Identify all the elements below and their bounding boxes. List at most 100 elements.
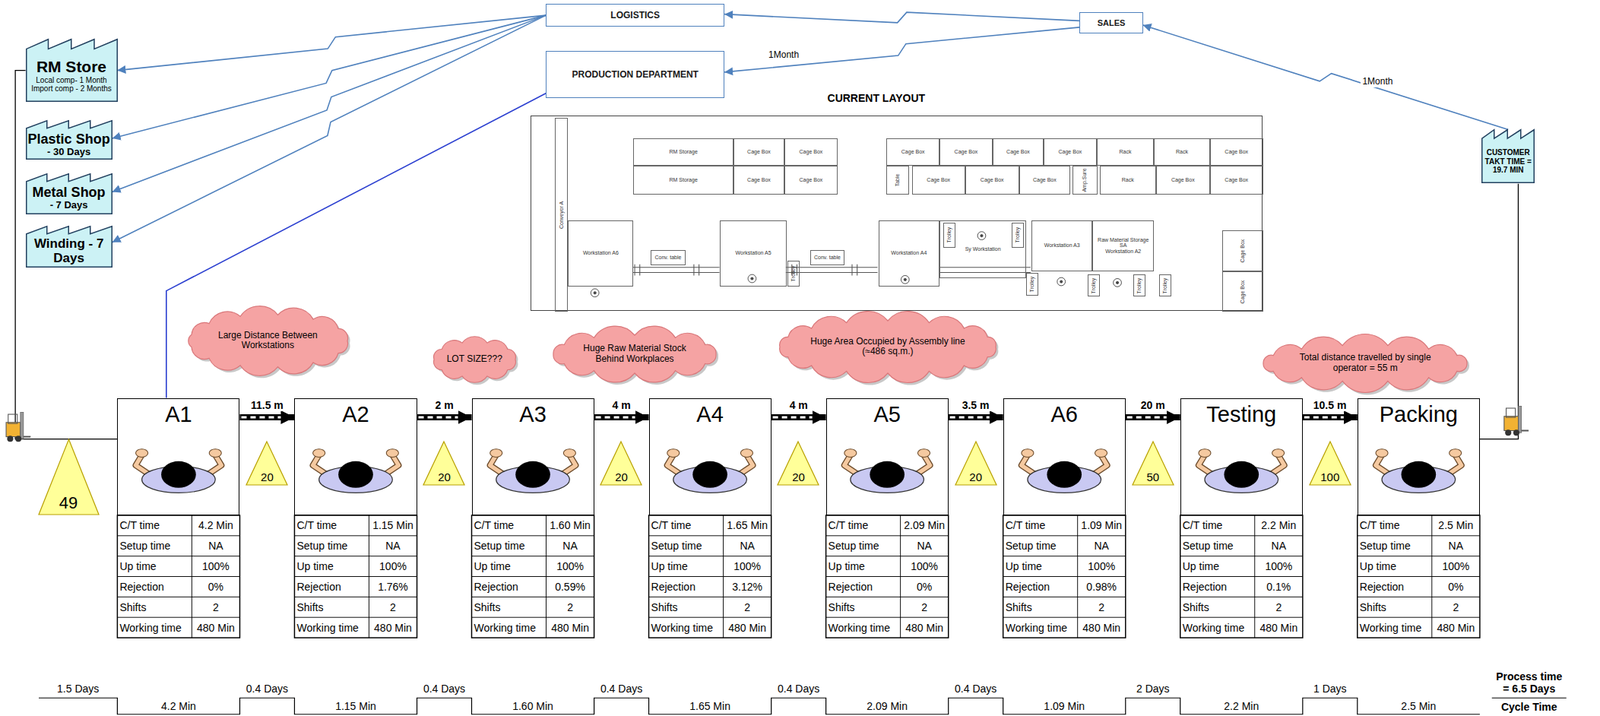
table-cell: 0%: [902, 577, 947, 597]
process-box: A6: [1003, 398, 1126, 516]
connector-path: [117, 15, 546, 70]
table-border: [294, 515, 417, 638]
table-cell: Rejection: [1005, 577, 1076, 597]
process-box: Testing: [1180, 398, 1303, 516]
table-rule: [1003, 555, 1126, 557]
push-dash: [1127, 416, 1167, 419]
node-label: Trolley: [946, 227, 953, 244]
table-cell: 0%: [193, 577, 238, 597]
factory-shape: [25, 120, 112, 160]
distance-label: 10.5 m: [1311, 399, 1349, 412]
info-flow-arrow: [724, 12, 1080, 23]
table-cell: 2: [725, 597, 770, 617]
table-rule: [826, 576, 949, 577]
table-cell: 480 Min: [1434, 617, 1478, 637]
node-label: Cage Box: [1239, 279, 1246, 304]
table-cell: C/T time: [474, 516, 545, 536]
table-rule: [1180, 576, 1303, 577]
inventory-triangle: 20: [245, 440, 289, 486]
table-rule: [899, 515, 901, 638]
node-detail: - 30 Days: [47, 146, 91, 159]
operator-icon: [136, 449, 222, 494]
node-label: Cage Box: [799, 148, 824, 156]
table-cell: 1.09 Min: [1080, 516, 1124, 536]
table-cell: Rejection: [828, 577, 899, 597]
process-box: A5: [826, 398, 949, 516]
layout-item: Table: [886, 165, 910, 195]
push-dash: [240, 416, 281, 419]
table-cell: Up time: [119, 557, 190, 577]
distance-label: 4 m: [788, 399, 810, 412]
table-rule: [1357, 576, 1480, 577]
node-label: LOGISTICS: [610, 9, 660, 21]
table-rule: [1254, 515, 1255, 638]
table-cell: 2.5 Min: [1434, 516, 1478, 536]
factory-shape: [25, 225, 112, 267]
layout-item: Cage Box: [733, 165, 785, 195]
node-label: Conveyor A: [558, 201, 565, 229]
node-label: Trolley: [1014, 227, 1021, 244]
table-cell: Up time: [828, 557, 899, 577]
table-cell: Shifts: [828, 597, 899, 617]
table-cell: NA: [902, 536, 947, 556]
table-cell: Working time: [119, 617, 190, 637]
node-label: A6: [1050, 402, 1078, 428]
table-rule: [472, 555, 595, 557]
table-cell: NA: [548, 536, 593, 556]
push-arrow: [1125, 417, 1181, 419]
timeline-total: Process time = 6.5 Days: [1492, 670, 1567, 695]
layout-item: Cage Box: [912, 165, 966, 195]
node-label: Workstation A6: [582, 250, 619, 257]
table-cell: 480 Min: [1257, 617, 1301, 637]
operator-icon: [490, 449, 577, 494]
layout-item: Cage Box: [1043, 138, 1097, 166]
table-border: [1357, 515, 1480, 638]
table-cell: 2.2 Min: [1257, 516, 1301, 536]
table-rule: [826, 617, 949, 618]
table-rule: [1357, 555, 1480, 557]
table-cell: Up time: [296, 557, 367, 577]
table-cell: Working time: [474, 617, 545, 637]
table-rule: [117, 555, 240, 557]
table-rule: [1003, 596, 1126, 598]
factory-shape: [25, 174, 112, 215]
table-cell: NA: [1434, 536, 1478, 556]
node-label: Amp.Sure: [1082, 168, 1089, 193]
node-label: Workstation A5: [735, 250, 772, 257]
kaizen-cloud: LOT SIZE???: [428, 336, 521, 383]
table-cell: 0.59%: [548, 577, 593, 597]
layout-item: Raw Material Storage SAWorkstation A2: [1092, 220, 1154, 272]
table-cell: 2: [1434, 597, 1478, 617]
node-label: Cage Box: [980, 177, 1005, 184]
table-cell: Shifts: [1005, 597, 1076, 617]
table-cell: 480 Min: [725, 617, 770, 637]
table-cell: Setup time: [651, 536, 722, 556]
table-rule: [1357, 535, 1480, 536]
connector-path: [771, 414, 827, 421]
layout-item: Rack: [1153, 138, 1211, 166]
table-rule: [294, 535, 417, 536]
table-cell: 2: [548, 597, 593, 617]
timeline-value: 0.4 Days: [948, 683, 1004, 695]
table-cell: Working time: [651, 617, 722, 637]
layout-item: Trolley: [1133, 274, 1146, 298]
node-label: Table: [894, 174, 901, 187]
inventory-triangle: 100: [1308, 440, 1352, 486]
info-flow-arrow: [112, 15, 547, 192]
triangle-shape: [600, 441, 642, 485]
table-cell: Up time: [1182, 557, 1253, 577]
table-cell: 2: [370, 597, 415, 617]
flow-line: [15, 70, 118, 440]
table-cell: 480 Min: [1080, 617, 1124, 637]
node-label: LOT SIZE???: [446, 354, 503, 365]
cloud-shape: [187, 305, 348, 376]
node-label: Metal Shop: [32, 184, 106, 200]
layout-item: Cage Box: [1156, 165, 1211, 195]
table-cell: 1.65 Min: [725, 516, 770, 536]
layout-item: Cage Box: [1210, 165, 1264, 195]
node-label: 49: [59, 493, 78, 514]
node-label: Conv. table: [814, 254, 841, 261]
table-cell: Working time: [296, 617, 367, 637]
table-cell: 480 Min: [193, 617, 238, 637]
node-label: Raw Material Storage SA: [1093, 237, 1153, 249]
